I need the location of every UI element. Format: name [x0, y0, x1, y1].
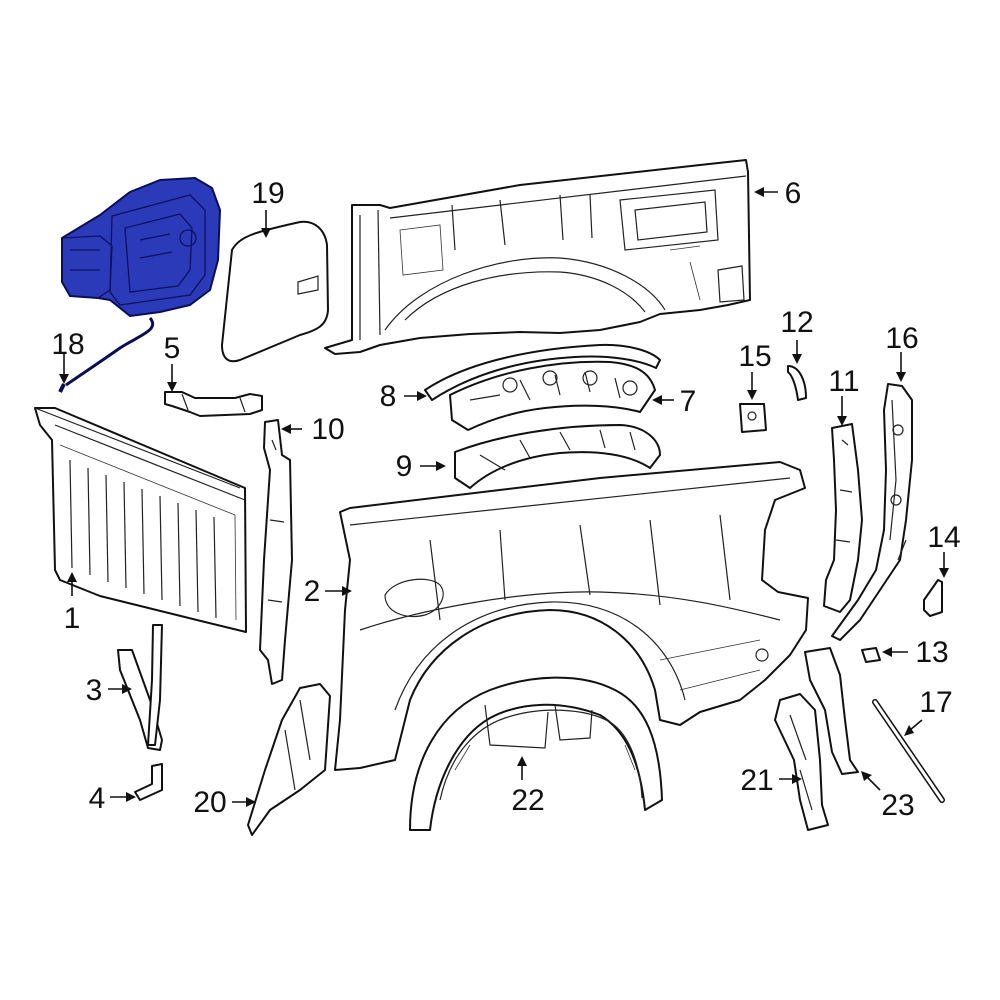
callout-23: 23 — [881, 789, 914, 822]
part-23-gusset[interactable] — [804, 647, 859, 775]
leaders — [59, 187, 949, 807]
callout-15: 15 — [738, 340, 771, 373]
callout-11: 11 — [828, 365, 859, 398]
part-5-bracket[interactable] — [164, 391, 263, 417]
callout-7: 7 — [680, 385, 697, 418]
part-14-bracket[interactable] — [923, 579, 943, 617]
callout-1: 1 — [64, 602, 81, 635]
callout-2: 2 — [304, 575, 321, 608]
part-16-corner-post[interactable] — [831, 383, 913, 641]
part-20-front-extension[interactable] — [247, 683, 331, 836]
part-6-front-bed-panel[interactable] — [324, 159, 751, 355]
part-21-rear-extension[interactable] — [774, 693, 829, 831]
callout-22: 22 — [511, 784, 544, 817]
callout-10: 10 — [311, 413, 344, 446]
callout-14: 14 — [927, 521, 960, 554]
callout-5: 5 — [164, 332, 181, 365]
part-11-rear-pillar[interactable] — [823, 423, 863, 613]
part-7-upper-arch[interactable] — [449, 360, 656, 431]
callout-17: 17 — [919, 686, 952, 719]
callout-8: 8 — [380, 380, 397, 413]
part-13-clip[interactable] — [861, 647, 881, 663]
part-15-plate[interactable] — [739, 403, 767, 433]
callout-13: 13 — [915, 636, 948, 669]
part-9-lower-arch[interactable] — [454, 424, 661, 489]
callout-16: 16 — [885, 322, 918, 355]
part-10-pillar[interactable] — [259, 419, 293, 685]
callout-18: 18 — [51, 328, 84, 361]
part-12-clip[interactable] — [787, 365, 807, 401]
callout-19: 19 — [251, 177, 284, 210]
part-22-wheelhouse[interactable] — [409, 676, 663, 831]
callout-3: 3 — [86, 674, 103, 707]
callout-21: 21 — [740, 764, 773, 797]
callout-4: 4 — [89, 782, 106, 815]
callout-9: 9 — [396, 450, 413, 483]
part-18-fuel-filler-housing[interactable] — [58, 177, 221, 393]
part-19-fuel-door[interactable] — [221, 220, 329, 363]
callout-6: 6 — [785, 177, 802, 210]
part-1-inner-panel[interactable] — [34, 407, 247, 633]
callout-20: 20 — [193, 786, 226, 819]
part-4-clip[interactable] — [134, 763, 163, 801]
part-8-arch-trim[interactable] — [424, 343, 661, 401]
part-17-rod[interactable] — [872, 699, 945, 803]
callout-labels: 1 2 3 4 5 6 7 8 9 10 11 12 13 14 15 16 1… — [51, 177, 960, 822]
part-2-outer-bed-side[interactable] — [334, 461, 809, 771]
callout-12: 12 — [780, 306, 813, 339]
